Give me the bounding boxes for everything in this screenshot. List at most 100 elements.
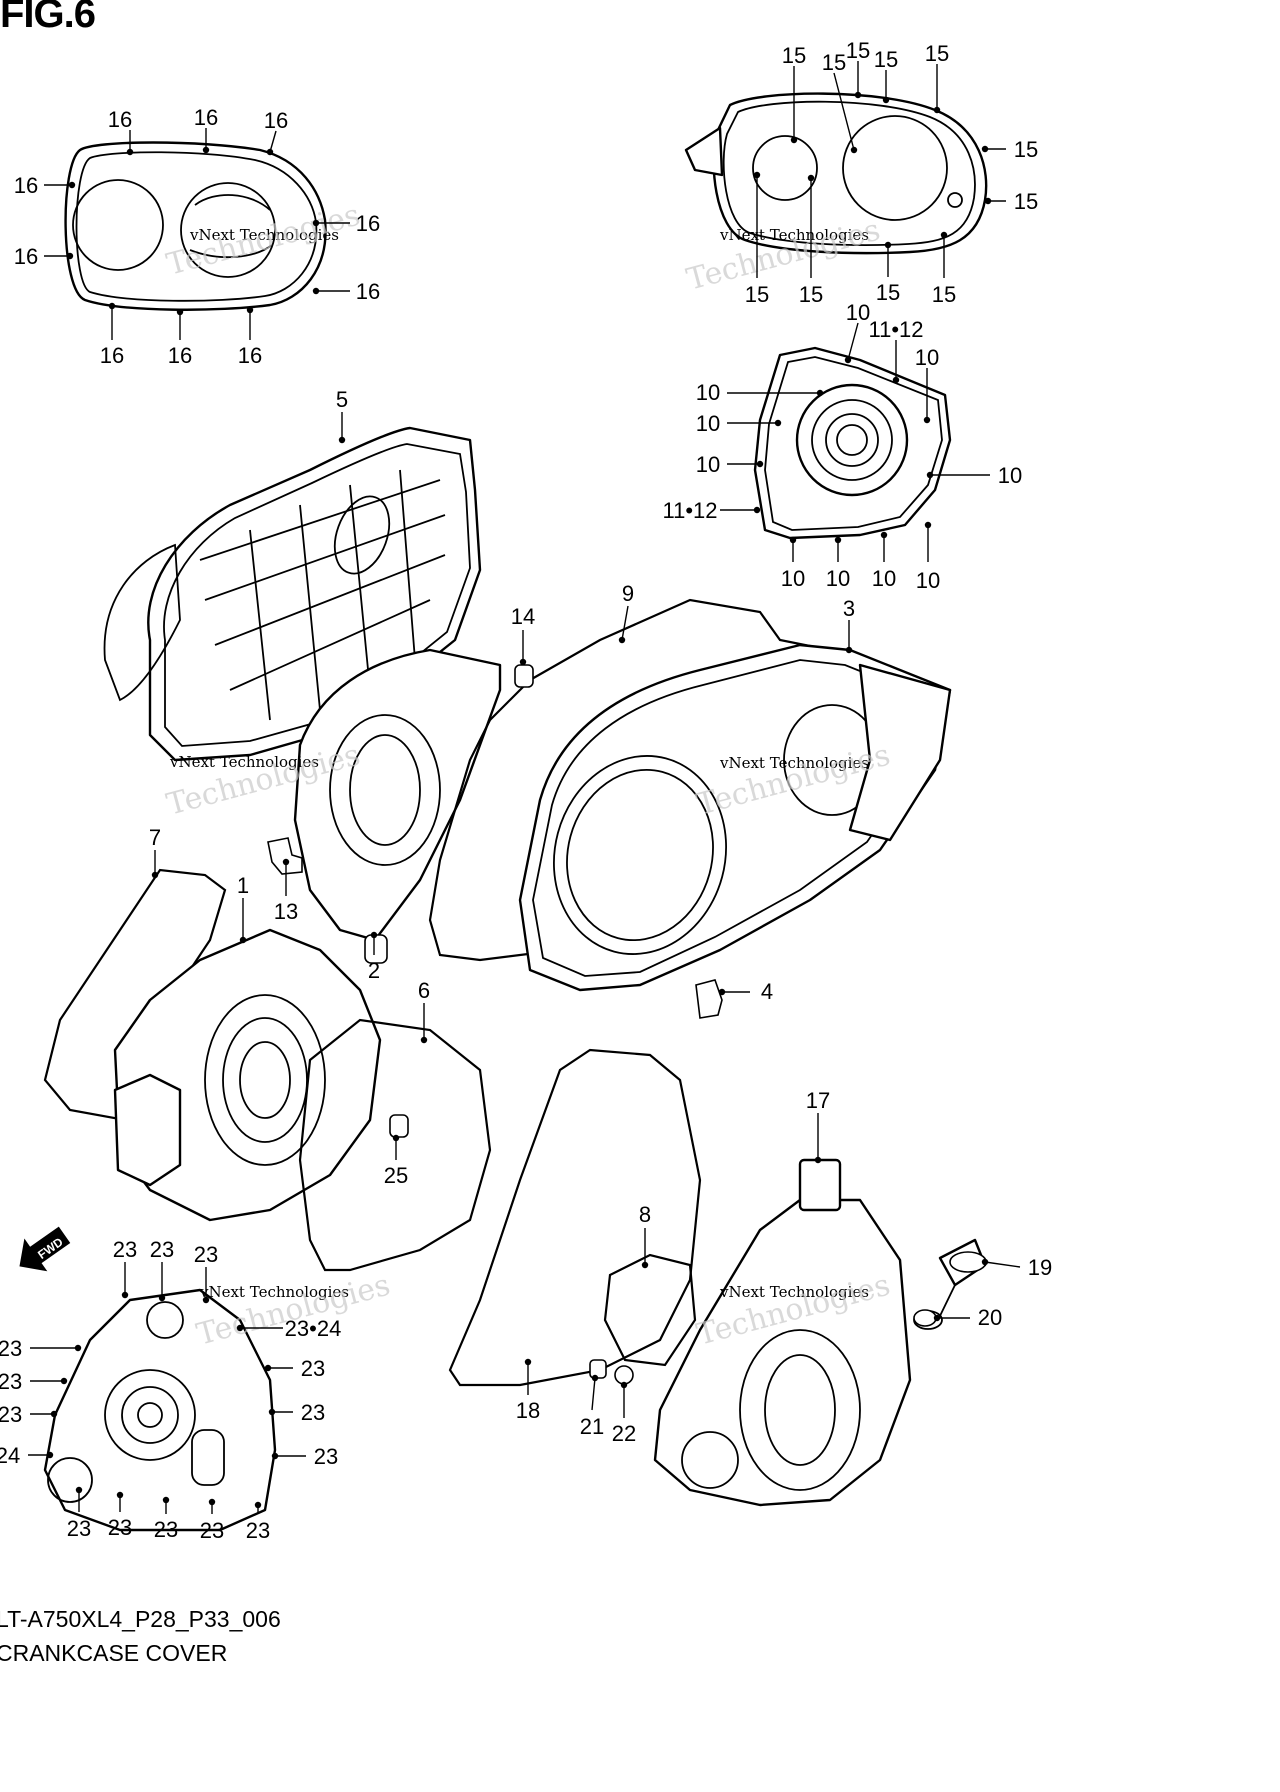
bolt-hole-marker	[774, 419, 782, 427]
watermark-text: vNext Technologies	[719, 754, 869, 772]
callout-number-23: 23	[154, 1517, 178, 1542]
oring-20	[913, 1309, 937, 1327]
bolt-hole-marker	[176, 308, 184, 316]
watermark-text: vNext Technologies	[199, 1283, 349, 1301]
bolt-hole-marker	[880, 531, 888, 539]
callout-number-22: 22	[612, 1421, 636, 1446]
bolt-hole-marker	[933, 1314, 941, 1322]
watermark-text: vNext Technologies	[719, 1283, 869, 1301]
leader-line	[591, 1377, 596, 1411]
bolt-hole-marker	[126, 148, 134, 156]
bolt-hole-marker	[519, 658, 527, 666]
callout-number-23_24: 23•24	[285, 1316, 342, 1341]
callout-number-6: 6	[418, 978, 430, 1003]
bolt-hole-marker	[524, 1358, 532, 1366]
water-pump-cover-part	[753, 346, 952, 540]
bolt-hole-marker	[923, 416, 931, 424]
callout-number-15: 15	[874, 47, 898, 72]
bolt-hole-marker	[924, 521, 932, 529]
bolt-hole-marker	[591, 1374, 599, 1382]
callout-number-23: 23	[108, 1515, 132, 1540]
callout-number-23: 23	[150, 1237, 174, 1262]
callout-number-10: 10	[826, 566, 850, 591]
bolt-hole-marker	[834, 536, 842, 544]
bolt-hole-marker	[68, 181, 76, 189]
bolt-hole-marker	[816, 389, 824, 397]
callout-number-15: 15	[846, 38, 870, 63]
callout-number-23: 23	[246, 1518, 270, 1543]
callout-number-16: 16	[356, 211, 380, 236]
callout-number-10: 10	[915, 345, 939, 370]
callout-number-23: 23	[314, 1444, 338, 1469]
bolt-hole-marker	[370, 931, 378, 939]
leader-line	[269, 130, 277, 153]
callout-number-13: 13	[274, 899, 298, 924]
watermark-text: vNext Technologies	[169, 753, 319, 771]
bolt-hole-marker	[844, 356, 852, 364]
leader-line	[833, 72, 855, 151]
callout-number-15: 15	[782, 43, 806, 68]
callout-number-15: 15	[799, 282, 823, 307]
callout-number-16: 16	[168, 343, 192, 368]
callout-number-7: 7	[149, 825, 161, 850]
callout-number-23: 23	[301, 1356, 325, 1381]
dowel-pin-14	[514, 664, 534, 688]
dowel-pin-25	[389, 1114, 409, 1138]
callout-number-15: 15	[745, 282, 769, 307]
leader-line	[621, 605, 629, 641]
bolt-hole-marker	[845, 646, 853, 654]
leader-lines	[28, 61, 1021, 1514]
callout-number-1: 1	[237, 873, 249, 898]
bolt-hole-marker	[850, 146, 858, 154]
callout-number-15: 15	[1014, 189, 1038, 214]
callout-number-16: 16	[100, 343, 124, 368]
bolt-hole-marker	[338, 436, 346, 444]
callout-number-16: 16	[14, 173, 38, 198]
bolt-hole-marker	[162, 1496, 170, 1504]
figure-title: FIG.6	[0, 0, 96, 36]
bolt-hole-marker	[984, 197, 992, 205]
clutch-cover-outer-part	[64, 141, 327, 311]
bolt-hole-marker	[620, 1381, 628, 1389]
callout-number-8: 8	[639, 1202, 651, 1227]
bolt-hole-marker	[202, 146, 210, 154]
callout-number-23: 23	[200, 1518, 224, 1543]
bolt-hole-marker	[420, 1036, 428, 1044]
callout-number-4: 4	[761, 979, 773, 1004]
bolt-hole-marker	[618, 636, 626, 644]
bolt-hole-marker	[74, 1344, 82, 1352]
bolt-hole-marker	[807, 174, 815, 182]
bolt-hole-marker	[66, 252, 74, 260]
bolt-hole-marker	[239, 936, 247, 944]
callout-number-23: 23	[113, 1237, 137, 1262]
callout-number-10: 10	[696, 452, 720, 477]
bolt-hole-marker	[753, 506, 761, 514]
cvt-inner-cover-part	[293, 648, 502, 964]
washer-22	[614, 1365, 634, 1385]
bolt-hole-marker	[756, 460, 764, 468]
plug-4	[695, 979, 723, 1019]
callout-number-23: 23	[194, 1242, 218, 1267]
bolt-hole-marker	[108, 302, 116, 310]
bolt-hole-marker	[121, 1291, 129, 1299]
bolt-hole-marker	[926, 471, 934, 479]
callout-number-10: 10	[916, 568, 940, 593]
leader-line	[847, 322, 859, 361]
bolt-hole-marker	[789, 536, 797, 544]
callout-number-10: 10	[696, 380, 720, 405]
bolt-hole-marker	[264, 1364, 272, 1372]
bolt-hole-marker	[718, 988, 726, 996]
callout-number-10: 10	[781, 566, 805, 591]
bolt-hole-marker	[50, 1410, 58, 1418]
bolt-hole-marker	[981, 1258, 989, 1266]
callout-number-23: 23	[0, 1369, 22, 1394]
bolt-hole-marker	[814, 1156, 822, 1164]
bolt-hole-marker	[268, 1408, 276, 1416]
callout-number-10: 10	[696, 411, 720, 436]
callout-number-16: 16	[356, 279, 380, 304]
bolt-hole-marker	[271, 1452, 279, 1460]
bolt-hole-marker	[46, 1451, 54, 1459]
